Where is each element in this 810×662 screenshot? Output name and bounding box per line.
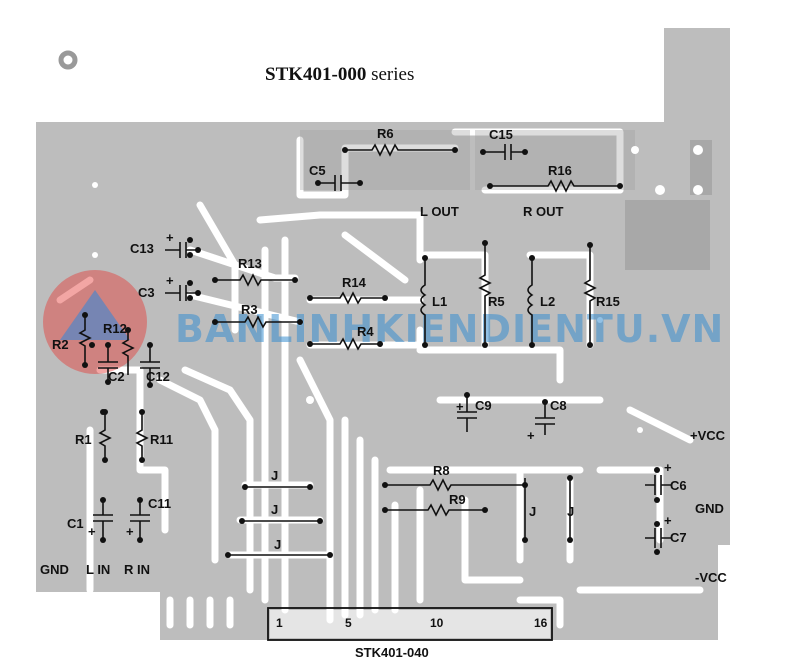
label-c15: C15	[489, 127, 513, 142]
pin-1-label: 1	[276, 616, 283, 630]
mounting-hole	[58, 50, 78, 70]
label-r9: R9	[449, 492, 466, 507]
terminal-lin: L IN	[86, 562, 110, 577]
label-c13: C13	[130, 241, 154, 256]
diagram-title: STK401-000 series	[265, 64, 414, 85]
terminal-lout: L OUT	[420, 204, 459, 219]
terminal-vcc-neg: -VCC	[695, 570, 727, 585]
label-c3: C3	[138, 285, 155, 300]
label-r6: R6	[377, 126, 394, 141]
label-r2: R2	[52, 337, 69, 352]
terminal-labels: L OUT R OUT +VCC GND -VCC GND L IN R IN	[40, 204, 727, 585]
polarity-marks: + + + + + + + +	[88, 230, 672, 539]
label-r1: R1	[75, 432, 92, 447]
pcb-board	[36, 28, 730, 640]
label-l1: L1	[432, 294, 447, 309]
label-c12: C12	[146, 369, 170, 384]
label-r11: R11	[150, 432, 173, 447]
plus-sign: +	[664, 460, 672, 475]
component-symbols	[78, 143, 672, 558]
label-j5: J	[567, 504, 574, 519]
plus-sign: +	[664, 513, 672, 528]
label-r12: R12	[103, 321, 127, 336]
pin-5-label: 5	[345, 616, 352, 630]
terminal-gnd-right: GND	[695, 501, 724, 516]
label-r15: R15	[596, 294, 620, 309]
label-r3: R3	[241, 302, 258, 317]
label-c9: C9	[475, 398, 492, 413]
label-r4: R4	[357, 324, 374, 339]
label-r16: R16	[548, 163, 572, 178]
pin-16-label: 16	[534, 616, 548, 630]
plus-sign: +	[166, 230, 174, 245]
label-r13: R13	[238, 256, 262, 271]
label-c7: C7	[670, 530, 687, 545]
label-j4: J	[529, 504, 536, 519]
label-l2: L2	[540, 294, 555, 309]
terminal-rout: R OUT	[523, 204, 564, 219]
label-c6: C6	[670, 478, 687, 493]
plus-sign: +	[456, 399, 464, 414]
label-j2: J	[271, 502, 278, 517]
watermark: BANLINHKIENDIENTU.VN	[43, 270, 724, 374]
terminal-rin: R IN	[124, 562, 150, 577]
component-labels: R6 C15 R16 C5 C13 C3 R13 R3 R14 R4 L1 R5…	[52, 126, 687, 552]
plus-sign: +	[166, 273, 174, 288]
ic-pins	[270, 610, 550, 638]
label-c1: C1	[67, 516, 84, 531]
ic-footprint	[267, 607, 553, 641]
plus-sign: +	[88, 524, 96, 539]
plus-sign: +	[126, 524, 134, 539]
label-j1: J	[271, 468, 278, 483]
label-r14: R14	[342, 275, 367, 290]
terminal-gnd-left: GND	[40, 562, 69, 577]
label-j3: J	[274, 537, 281, 552]
terminal-vcc-pos: +VCC	[690, 428, 726, 443]
pin-10-label: 10	[430, 616, 444, 630]
label-c8: C8	[550, 398, 567, 413]
pads	[92, 130, 712, 433]
plus-sign: +	[527, 428, 535, 443]
label-c11: C11	[148, 496, 171, 511]
label-c5: C5	[309, 163, 326, 178]
label-c2: C2	[108, 369, 125, 384]
watermark-text: BANLINHKIENDIENTU.VN	[175, 307, 724, 351]
label-r5: R5	[488, 294, 505, 309]
label-r8: R8	[433, 463, 450, 478]
ic-label: STK401-040	[355, 645, 429, 660]
board-cutout	[36, 28, 664, 122]
